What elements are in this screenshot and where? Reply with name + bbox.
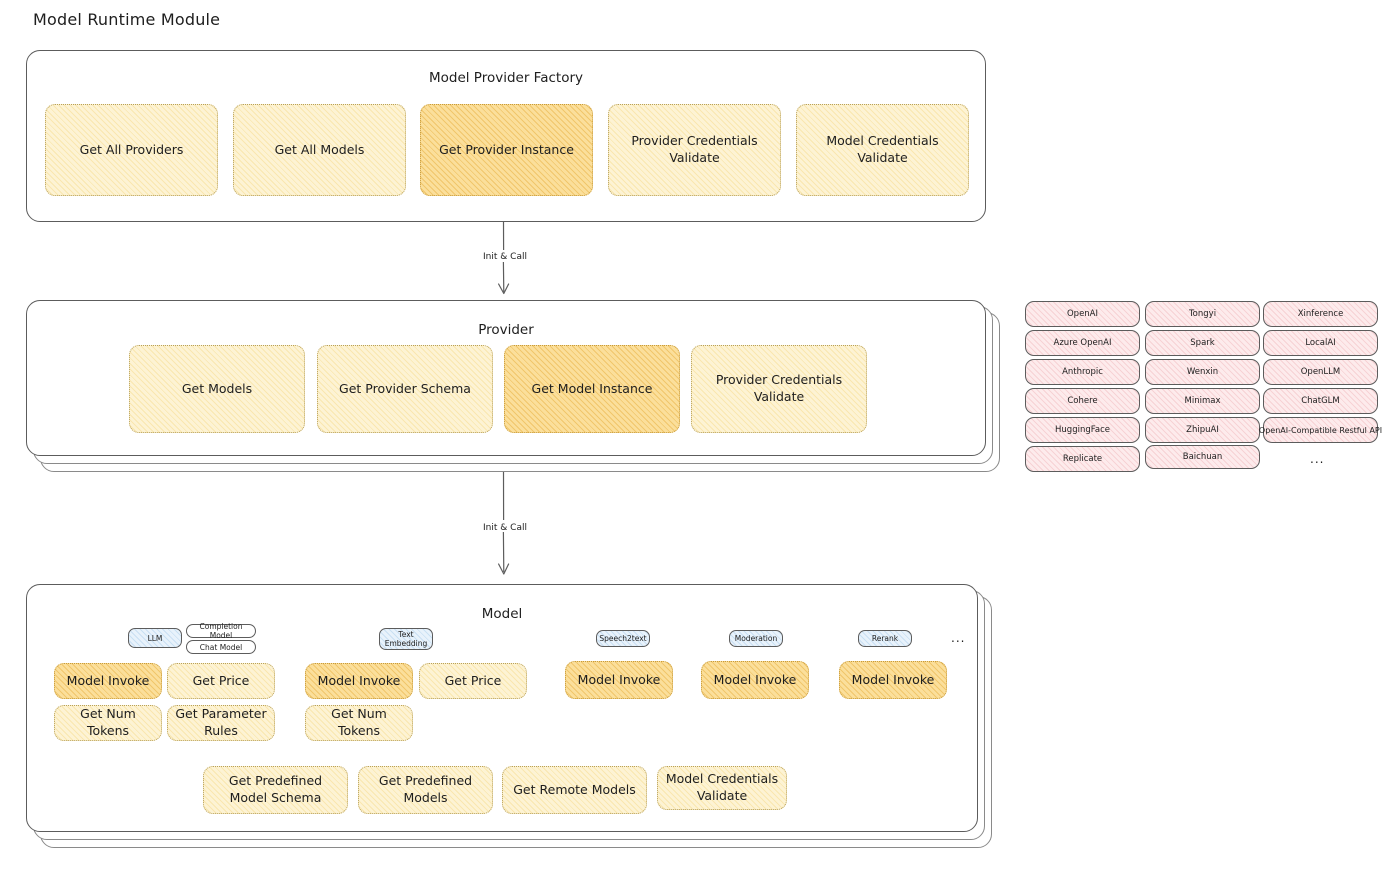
provider-method-get-provider-schema[interactable]: Get Provider Schema: [317, 345, 493, 433]
provider-chip-minimax[interactable]: Minimax: [1145, 388, 1260, 414]
arrow-factory-to-provider: [498, 222, 510, 295]
provider-chip-cohere[interactable]: Cohere: [1025, 388, 1140, 414]
arrow-label-init-and-call-1: Init & Call: [483, 252, 527, 262]
model-provider-factory-title: Model Provider Factory: [428, 70, 583, 86]
factory-method-get-all-models[interactable]: Get All Models: [233, 104, 406, 196]
provider-chip-openllm[interactable]: OpenLLM: [1263, 359, 1378, 385]
page-title: Model Runtime Module: [33, 10, 221, 29]
provider-chip-openai-compatible-restful-api[interactable]: OpenAI-Compatible Restful API: [1259, 417, 1382, 443]
model-moderation-method-model-invoke[interactable]: Model Invoke: [701, 661, 809, 699]
provider-chip-replicate[interactable]: Replicate: [1025, 446, 1140, 472]
arrow-provider-to-model: [498, 472, 510, 575]
model-text-embedding-method-model-invoke[interactable]: Model Invoke: [305, 663, 413, 699]
model-groups-more-ellipsis: ...: [951, 631, 966, 645]
provider-title: Provider: [478, 322, 534, 338]
model-text-embedding-method-get-num-tokens[interactable]: Get Num Tokens: [305, 705, 413, 741]
provider-chip-wenxin[interactable]: Wenxin: [1145, 359, 1260, 385]
model-llm-method-get-price[interactable]: Get Price: [167, 663, 275, 699]
model-speech2text-method-model-invoke[interactable]: Model Invoke: [565, 661, 673, 699]
provider-chip-azure-openai[interactable]: Azure OpenAI: [1025, 330, 1140, 356]
provider-chip-chatglm[interactable]: ChatGLM: [1263, 388, 1378, 414]
model-tag-rerank[interactable]: Rerank: [858, 630, 912, 647]
factory-method-provider-credentials-validate[interactable]: Provider Credentials Validate: [608, 104, 781, 196]
model-tag-llm[interactable]: LLM: [128, 628, 182, 648]
model-common-method-get-predefined-model-schema[interactable]: Get Predefined Model Schema: [203, 766, 348, 814]
model-tag-text-embedding[interactable]: Text Embedding: [379, 628, 433, 650]
model-title: Model: [481, 606, 523, 622]
arrow-label-init-and-call-2: Init & Call: [483, 523, 527, 533]
provider-chip-localai[interactable]: LocalAI: [1263, 330, 1378, 356]
factory-method-model-credentials-validate[interactable]: Model Credentials Validate: [796, 104, 969, 196]
model-text-embedding-method-get-price[interactable]: Get Price: [419, 663, 527, 699]
model-common-method-model-credentials-validate[interactable]: Model Credentials Validate: [657, 766, 787, 810]
provider-chip-spark[interactable]: Spark: [1145, 330, 1260, 356]
provider-method-get-models[interactable]: Get Models: [129, 345, 305, 433]
factory-method-get-provider-instance[interactable]: Get Provider Instance: [420, 104, 593, 196]
model-llm-method-get-num-tokens[interactable]: Get Num Tokens: [54, 705, 162, 741]
model-common-method-get-remote-models[interactable]: Get Remote Models: [502, 766, 647, 814]
provider-chip-anthropic[interactable]: Anthropic: [1025, 359, 1140, 385]
provider-chip-xinference[interactable]: Xinference: [1263, 301, 1378, 327]
provider-chip-huggingface[interactable]: HuggingFace: [1025, 417, 1140, 443]
model-tag-moderation[interactable]: Moderation: [729, 630, 783, 647]
provider-chip-openai[interactable]: OpenAI: [1025, 301, 1140, 327]
factory-method-get-all-providers[interactable]: Get All Providers: [45, 104, 218, 196]
provider-chip-baichuan[interactable]: Baichuan: [1145, 445, 1260, 469]
model-tag-chat-model[interactable]: Chat Model: [186, 640, 256, 654]
provider-method-get-model-instance[interactable]: Get Model Instance: [504, 345, 680, 433]
model-tag-speech2text[interactable]: Speech2text: [596, 630, 650, 647]
provider-method-provider-credentials-validate[interactable]: Provider Credentials Validate: [691, 345, 867, 433]
provider-chip-tongyi[interactable]: Tongyi: [1145, 301, 1260, 327]
model-llm-method-get-parameter-rules[interactable]: Get Parameter Rules: [167, 705, 275, 741]
model-tag-completion-model[interactable]: Completion Model: [186, 622, 256, 640]
provider-list-more-ellipsis: ...: [1310, 452, 1325, 466]
model-llm-method-model-invoke[interactable]: Model Invoke: [54, 663, 162, 699]
model-common-method-get-predefined-models[interactable]: Get Predefined Models: [358, 766, 493, 814]
provider-chip-zhipuai[interactable]: ZhipuAI: [1145, 417, 1260, 443]
model-rerank-method-model-invoke[interactable]: Model Invoke: [839, 661, 947, 699]
